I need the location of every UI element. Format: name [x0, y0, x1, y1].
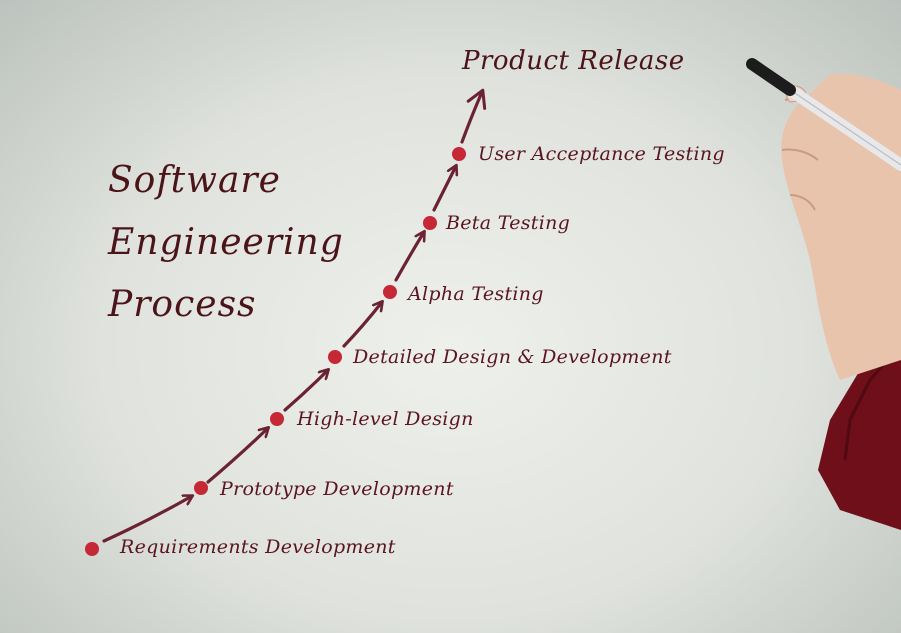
diagram-title-line-1: Software — [108, 160, 281, 201]
step-dot-3 — [270, 412, 284, 426]
step-dot-7 — [452, 147, 466, 161]
step-label-detailed-design: Detailed Design & Development — [353, 346, 672, 368]
arrow-3 — [283, 370, 328, 412]
step-label-high-level-design: High-level Design — [297, 408, 474, 430]
arrow-2 — [206, 428, 268, 484]
step-dot-4 — [328, 350, 342, 364]
hand-with-marker-illustration — [746, 58, 901, 530]
step-label-prototype: Prototype Development — [220, 478, 454, 500]
arrow-1 — [102, 496, 192, 543]
product-release-label: Product Release — [462, 46, 685, 76]
step-label-requirements: Requirements Development — [120, 536, 396, 558]
step-label-beta-testing: Beta Testing — [446, 212, 571, 234]
diagram-title-line-2: Engineering — [108, 222, 344, 263]
diagram-title-line-3: Process — [108, 284, 257, 325]
step-dot-2 — [194, 481, 208, 495]
arrow-7 — [460, 88, 487, 144]
arrow-4 — [342, 302, 382, 348]
step-dot-1 — [85, 542, 99, 556]
step-dot-6 — [423, 216, 437, 230]
arrow-6 — [432, 166, 456, 212]
step-label-user-acceptance: User Acceptance Testing — [478, 143, 725, 165]
arrow-5 — [394, 232, 424, 282]
step-label-alpha-testing: Alpha Testing — [408, 283, 544, 305]
step-dot-5 — [383, 285, 397, 299]
